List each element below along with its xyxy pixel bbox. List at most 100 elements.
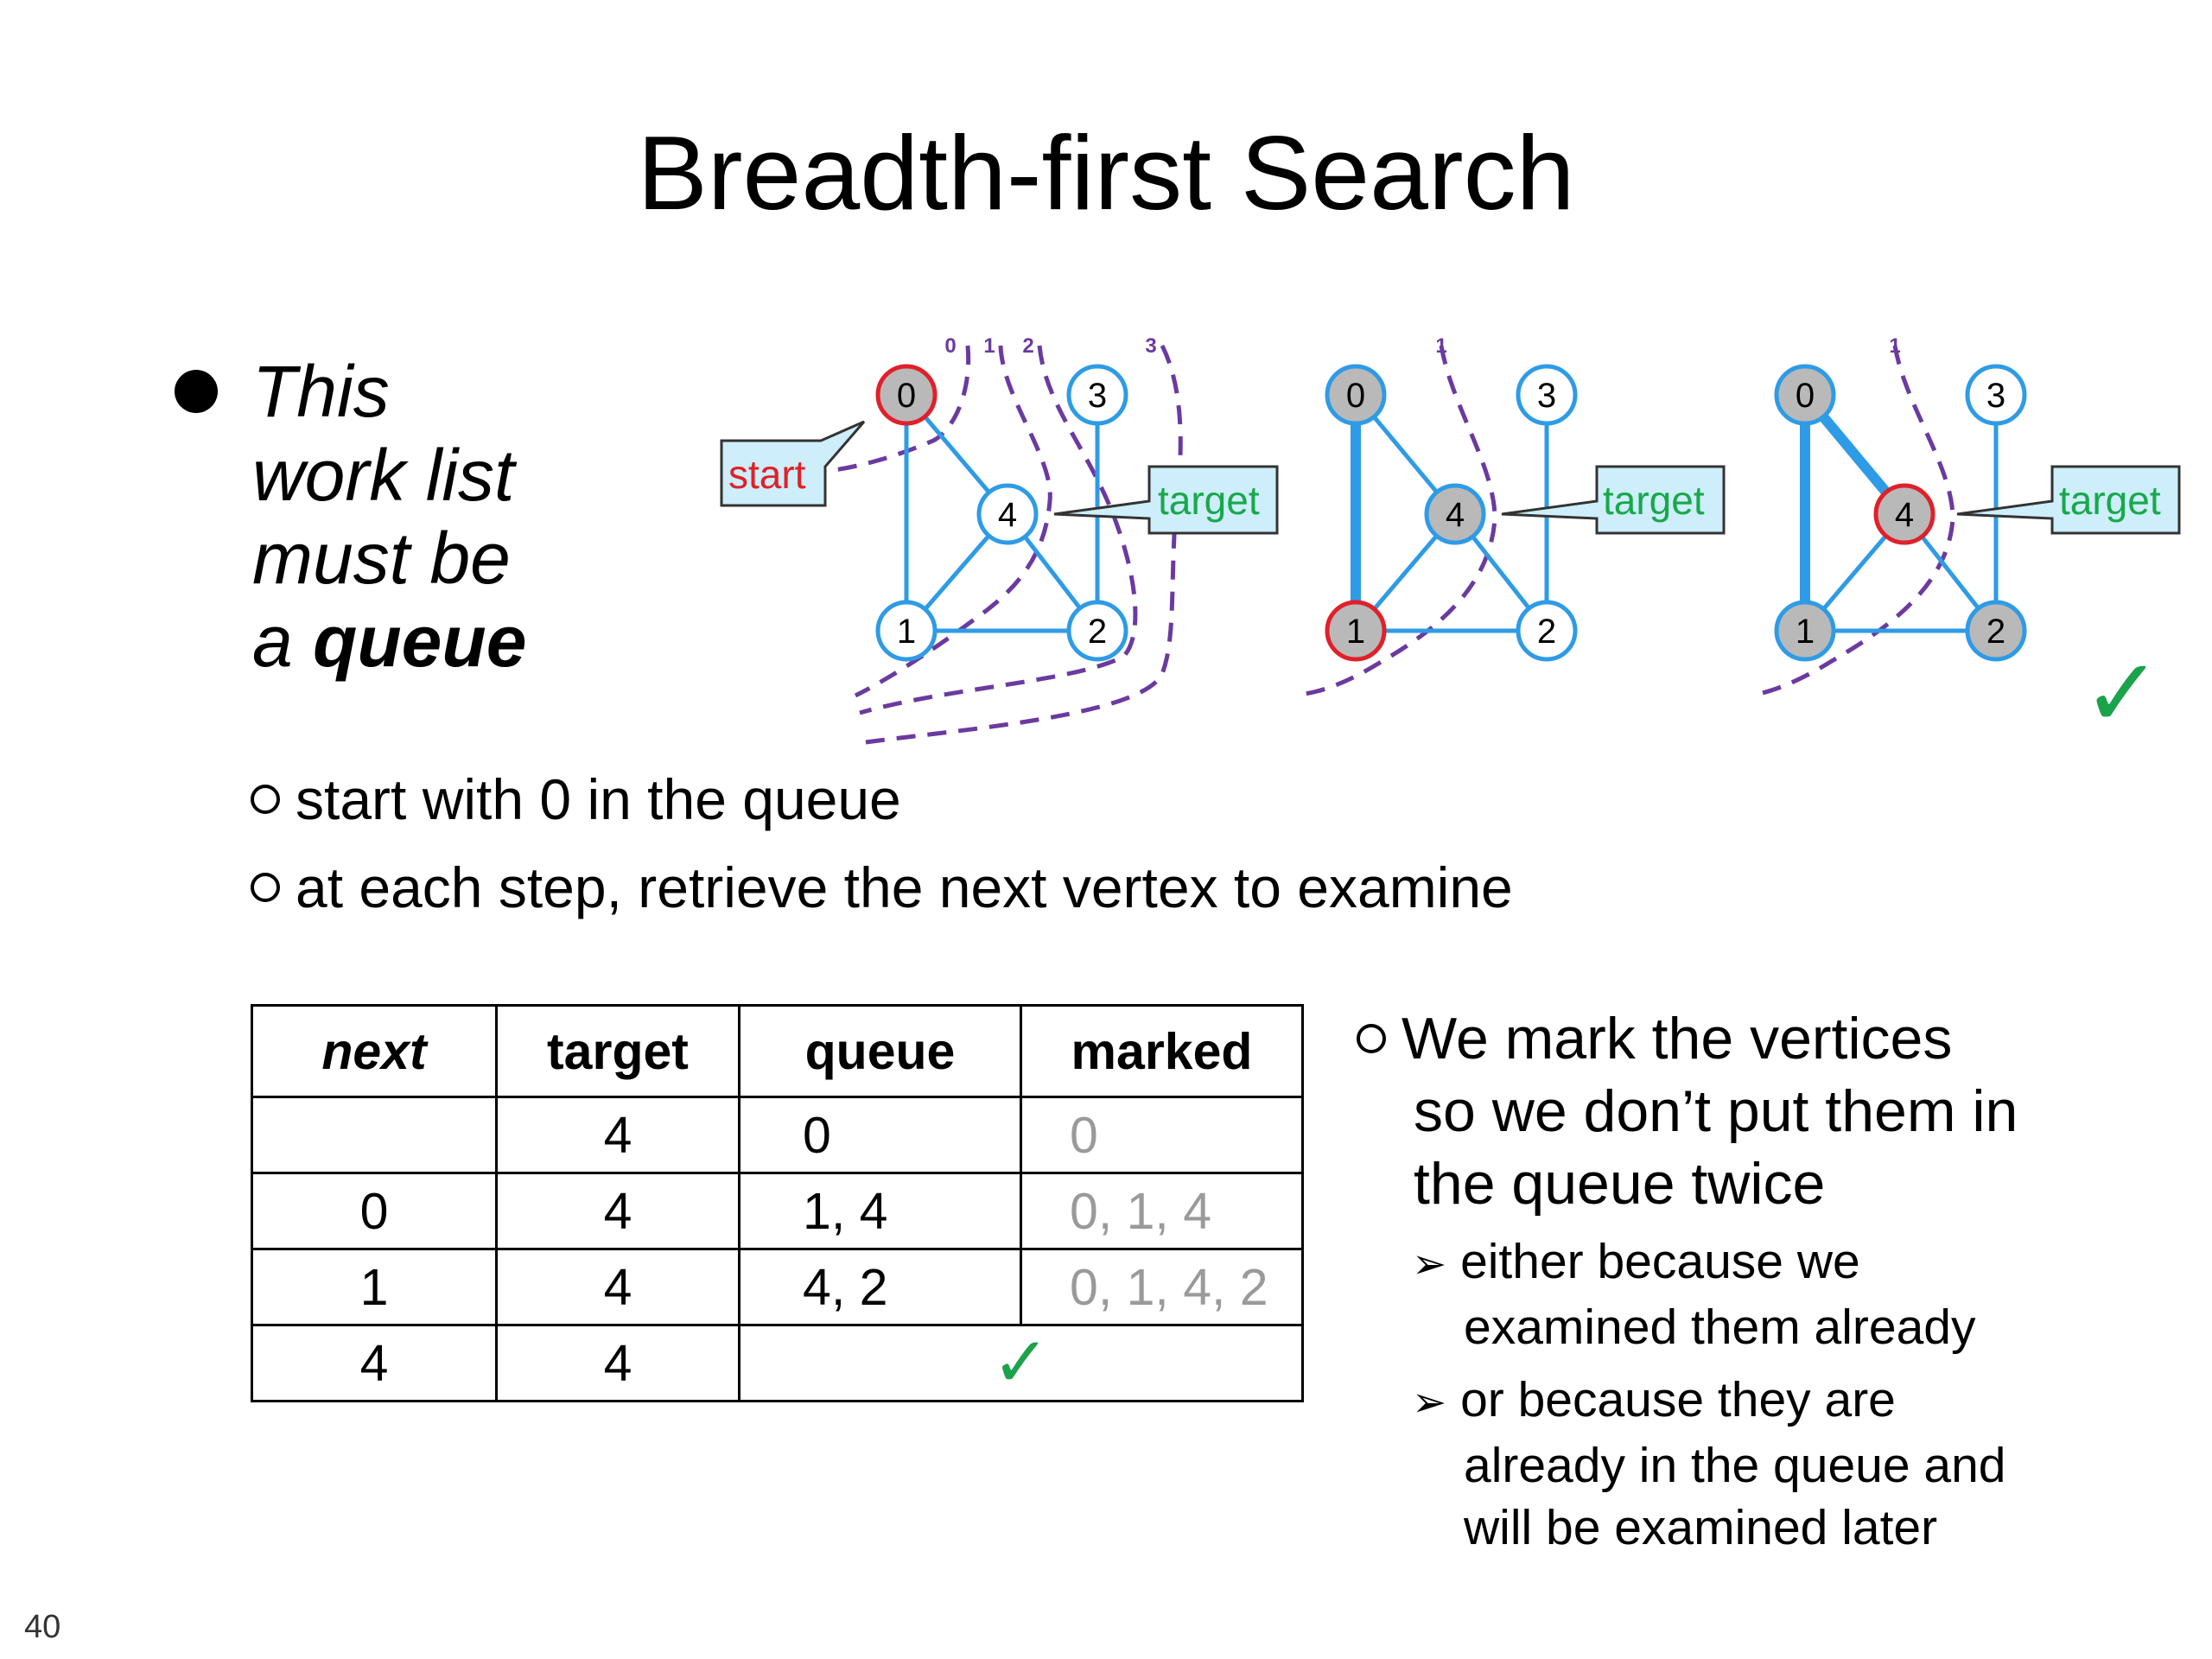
page-number: 40 xyxy=(24,1609,61,1645)
cell-queue: 0 xyxy=(738,1096,1022,1174)
hollow-circle-bullet-icon xyxy=(251,873,280,902)
layer-label-0: 0 xyxy=(944,334,956,358)
layer-boundary-0 xyxy=(824,345,971,474)
mark-line-1: We mark the vertices xyxy=(1357,1002,2018,1075)
layer-label-2: 2 xyxy=(1022,334,1033,358)
layer-label-1: 1 xyxy=(1435,334,1446,358)
mark-line-3: the queue twice xyxy=(1414,1151,1826,1217)
bfs-graph-diagrams: .edge { stroke: #2e9be6; stroke-width: 5… xyxy=(720,334,2181,748)
cell-marked: 0 xyxy=(1020,1096,1304,1174)
cell-next: 0 xyxy=(251,1172,498,1250)
node-1: 1 xyxy=(1325,600,1387,662)
arrowhead-bullet-icon: ➢ xyxy=(1412,1380,1447,1426)
node-0: 0 xyxy=(1774,364,1836,426)
target-callout-3: target xyxy=(1956,465,2181,535)
svg-text:0: 0 xyxy=(897,377,916,415)
graph-diagram-3: 1 target 0 3 4 1 2 ✓ xyxy=(1758,334,2181,748)
cell-next: 4 xyxy=(251,1324,498,1402)
cell-queue: 1, 4 xyxy=(738,1172,1022,1250)
cell-next: 1 xyxy=(251,1248,498,1326)
node-0: 0 xyxy=(875,364,938,426)
layer-boundary-1 xyxy=(1758,345,1955,696)
queue-keyword: queue xyxy=(313,601,527,682)
svg-text:3: 3 xyxy=(1986,377,2005,415)
bullet-line-2: work list xyxy=(252,435,515,516)
check-icon: ✓ xyxy=(2082,638,2162,748)
bullet-dot xyxy=(175,370,218,413)
svg-text:1: 1 xyxy=(1796,613,1815,651)
node-1: 1 xyxy=(1774,600,1836,662)
table-row: 4 4 ✓ xyxy=(251,1324,1304,1402)
bullet-line-4: a queue xyxy=(252,600,526,683)
layer-boundary-3 xyxy=(859,344,1183,746)
target-callout-2: target xyxy=(1501,465,1726,535)
sub-bullet-1: start with 0 in the queue xyxy=(251,765,901,834)
mark-line-2: so we don’t put them in xyxy=(1414,1078,2018,1144)
svg-text:3: 3 xyxy=(1537,377,1556,415)
node-3: 3 xyxy=(1965,364,2027,426)
cell-target: 4 xyxy=(495,1324,741,1402)
svg-text:1: 1 xyxy=(897,613,916,651)
node-1: 1 xyxy=(875,600,938,662)
reason-2-line-3: will be examined later xyxy=(1464,1500,1938,1555)
node-3: 3 xyxy=(1066,364,1128,426)
graph-diagram-1: 0 1 2 3 start target 0 3 4 1 2 xyxy=(720,334,1279,746)
svg-text:0: 0 xyxy=(1346,377,1365,415)
sub-bullet-2-text: at each step, retrieve the next vertex t… xyxy=(296,855,1513,919)
layer-label-1: 1 xyxy=(1889,334,1900,358)
reason-1-line-1: ➢ either because we xyxy=(1412,1234,1860,1289)
target-label: target xyxy=(1603,478,1705,523)
cell-found: ✓ xyxy=(738,1324,1304,1402)
check-icon: ✓ xyxy=(991,1324,1051,1401)
node-4: 4 xyxy=(1873,483,1936,545)
hollow-circle-bullet-icon xyxy=(251,785,280,814)
cell-marked: 0, 1, 4, 2 xyxy=(1020,1248,1304,1326)
layer-boundary-1 xyxy=(1304,345,1497,696)
table-row: 1 4 4, 2 0, 1, 4, 2 xyxy=(251,1248,1304,1326)
layer-label-3: 3 xyxy=(1145,334,1156,358)
slide-title: Breadth-first Search xyxy=(637,114,1575,232)
cell-queue: 4, 2 xyxy=(738,1248,1022,1326)
bfs-trace-table: next target queue marked 4 0 0 0 4 1, 4 … xyxy=(251,1004,1304,1402)
target-label: target xyxy=(2059,478,2161,523)
svg-text:1: 1 xyxy=(1346,613,1365,651)
table-header-row: next target queue marked xyxy=(251,1004,1304,1098)
svg-text:2: 2 xyxy=(1537,613,1556,651)
reason-2-line-1: ➢ or because they are xyxy=(1412,1372,1896,1427)
cell-marked: 0, 1, 4 xyxy=(1020,1172,1304,1250)
target-label: target xyxy=(1158,478,1260,523)
svg-text:2: 2 xyxy=(1986,613,2005,651)
graph-diagram-2: 1 target 0 3 4 1 2 xyxy=(1304,334,1726,696)
node-2: 2 xyxy=(1965,600,2027,662)
layer-boundary-1 xyxy=(854,345,1052,698)
table-row: 0 4 1, 4 0, 1, 4 xyxy=(251,1172,1304,1250)
bullet-line-1: This xyxy=(252,351,390,432)
target-callout-1: target xyxy=(1053,465,1279,535)
sub-bullet-2: at each step, retrieve the next vertex t… xyxy=(251,853,1513,922)
svg-text:2: 2 xyxy=(1088,613,1107,651)
cell-target: 4 xyxy=(495,1096,741,1174)
header-target: target xyxy=(495,1004,741,1098)
cell-next xyxy=(251,1096,498,1174)
bullet-line-4-prefix: a xyxy=(252,601,314,682)
layer-label-1: 1 xyxy=(983,334,995,358)
node-0: 0 xyxy=(1325,364,1387,426)
svg-text:4: 4 xyxy=(998,496,1017,534)
mark-explanation: We mark the vertices so we don’t put the… xyxy=(1357,1002,2018,1220)
table-row: 4 0 0 xyxy=(251,1096,1304,1174)
bullet-line-3: must be xyxy=(252,518,511,599)
svg-text:3: 3 xyxy=(1088,377,1107,415)
reason-2-line-2: already in the queue and xyxy=(1464,1438,2006,1493)
reason-2: ➢ or because they are already in the que… xyxy=(1412,1369,2006,1559)
reason-1-line-2: examined them already xyxy=(1464,1300,1976,1355)
arrowhead-bullet-icon: ➢ xyxy=(1412,1242,1447,1287)
header-next: next xyxy=(251,1004,498,1098)
start-label: start xyxy=(728,452,806,497)
sub-bullet-1-text: start with 0 in the queue xyxy=(296,767,901,831)
node-2: 2 xyxy=(1066,600,1128,662)
cell-target: 4 xyxy=(495,1248,741,1326)
start-callout: start xyxy=(720,420,866,507)
node-3: 3 xyxy=(1516,364,1578,426)
svg-text:0: 0 xyxy=(1796,377,1815,415)
svg-text:4: 4 xyxy=(1446,496,1465,534)
